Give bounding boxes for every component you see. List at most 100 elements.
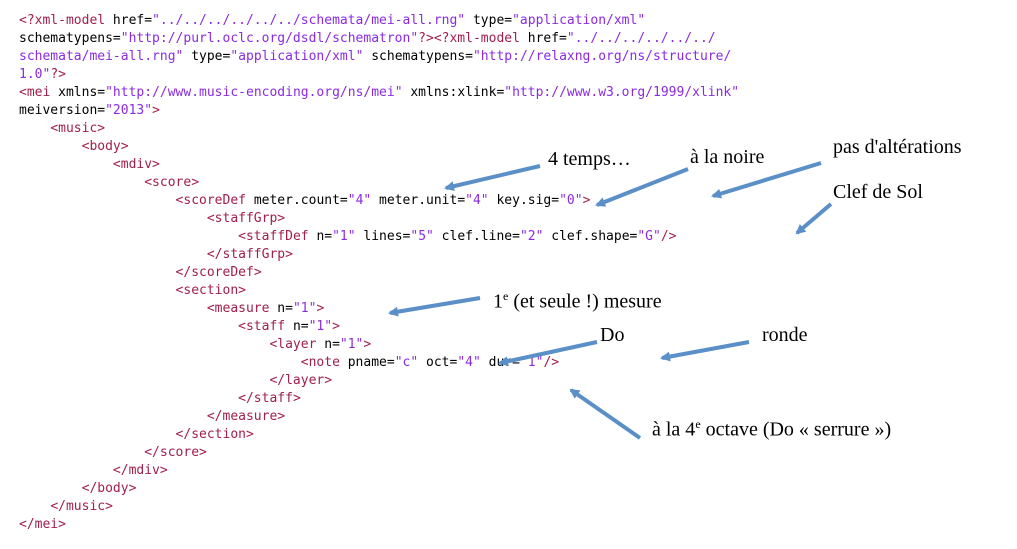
- code-token: <staffGrp>: [206, 211, 286, 226]
- code-token: <layer: [269, 337, 325, 352]
- code-token: >: [332, 319, 340, 334]
- code-token: "application/xml": [230, 49, 364, 64]
- code-token: meter.unit=: [371, 193, 466, 208]
- code-line: <score>: [19, 174, 739, 192]
- code-token: pname=: [347, 355, 395, 370]
- code-token: <staffDef: [238, 229, 317, 244]
- code-token: xmlns:xlink=: [402, 85, 505, 100]
- code-token: "1": [332, 229, 356, 244]
- label-octave: à la 4e octave (Do « serrure »): [652, 417, 891, 442]
- code-token: >: [363, 337, 372, 352]
- code-line: </measure>: [19, 408, 739, 426]
- code-token: </scoreDef>: [175, 265, 262, 280]
- code-token: >: [152, 103, 160, 118]
- code-token: "4": [465, 193, 489, 208]
- code-token: </score>: [144, 445, 207, 460]
- code-line: </staffGrp>: [19, 246, 739, 264]
- code-line: <layer n="1">: [19, 336, 739, 354]
- code-token: lines=: [355, 229, 411, 244]
- code-line: <music>: [19, 120, 739, 138]
- label-treble-clef: Clef de Sol: [833, 181, 923, 203]
- code-token: n=: [292, 319, 309, 334]
- code-token: "G": [637, 229, 661, 244]
- label-no-accidentals: pas d'altérations: [833, 136, 962, 158]
- arrow-quarter-note: [595, 167, 689, 207]
- code-token: />: [660, 229, 677, 244]
- label-quarter-note: à la noire: [690, 146, 765, 168]
- code-line: </mdiv>: [19, 462, 739, 480]
- code-token: href=: [527, 31, 567, 46]
- code-token: "1": [308, 319, 333, 334]
- code-token: "../../../../../../schemata/mei-all.rng": [152, 13, 466, 28]
- arrow-first-measure: [388, 296, 481, 317]
- code-token: "http://www.music-encoding.org/ns/mei": [105, 85, 403, 100]
- label-first-measure-num: 1: [493, 290, 503, 313]
- code-token: </layer>: [269, 373, 333, 388]
- code-token: "http://www.w3.org/1999/xlink": [504, 85, 740, 100]
- code-token: <?xml-model: [19, 13, 113, 28]
- code-token: schemata/mei-all.rng": [19, 49, 184, 64]
- arrow-no-accidentals: [711, 161, 822, 199]
- code-line: <staffGrp>: [19, 210, 739, 228]
- code-token: "c": [394, 355, 419, 370]
- code-line: <section>: [19, 282, 739, 300]
- code-line: <staff n="1">: [19, 318, 739, 336]
- code-line: 1.0"?>: [19, 66, 739, 84]
- code-token: key.sig=: [488, 193, 560, 208]
- code-token: type=: [465, 13, 513, 28]
- code-token: href=: [112, 13, 153, 28]
- code-token: ?><?xml-model: [418, 31, 528, 46]
- code-token: type=: [183, 49, 231, 64]
- arrow-treble-clef: [795, 202, 833, 235]
- code-token: n=: [316, 229, 333, 244]
- code-token: >: [582, 193, 591, 208]
- code-token: </measure>: [206, 409, 286, 424]
- code-line: <scoreDef meter.count="4" meter.unit="4"…: [19, 192, 739, 210]
- code-token: oct=: [418, 355, 458, 370]
- code-token: />: [543, 355, 560, 370]
- code-token: "../../../../../../: [566, 31, 716, 46]
- code-line: </staff>: [19, 390, 739, 408]
- code-token: </music>: [50, 499, 113, 514]
- code-token: n=: [277, 301, 293, 316]
- code-line: </scoreDef>: [19, 264, 739, 282]
- code-token: "application/xml": [512, 13, 646, 28]
- code-line: schematypens="http://purl.oclc.org/dsdl/…: [19, 30, 739, 48]
- code-token: </section>: [175, 427, 254, 442]
- code-token: xmlns=: [58, 85, 106, 100]
- label-octave-post: octave (Do « serrure »): [700, 418, 892, 441]
- xml-code-listing: <?xml-model href="../../../../../../sche…: [19, 12, 739, 534]
- code-line: <staffDef n="1" lines="5" clef.line="2" …: [19, 228, 739, 246]
- code-token: "4": [347, 193, 372, 208]
- code-token: "5": [410, 229, 434, 244]
- label-first-measure: 1e (et seule !) mesure: [493, 289, 662, 314]
- code-token: </staffGrp>: [206, 247, 293, 262]
- code-token: "1": [292, 301, 317, 316]
- code-token: </mei>: [19, 517, 66, 532]
- code-token: clef.shape=: [543, 229, 638, 244]
- code-line: </score>: [19, 444, 739, 462]
- code-token: n=: [324, 337, 340, 352]
- code-token: >: [316, 301, 325, 316]
- code-token: <scoreDef: [175, 193, 254, 208]
- code-token: "http://relaxng.org/ns/structure/: [472, 49, 732, 64]
- label-four-beats: 4 temps…: [548, 148, 631, 170]
- code-token: schematypens=: [363, 49, 473, 64]
- code-line: </body>: [19, 480, 739, 498]
- code-line: <measure n="1">: [19, 300, 739, 318]
- arrow-whole-note: [660, 340, 750, 362]
- code-line: <body>: [19, 138, 739, 156]
- label-first-measure-rest: (et seule !) mesure: [508, 290, 662, 313]
- code-line: </section>: [19, 426, 739, 444]
- code-token: <body>: [81, 139, 129, 154]
- code-token: "0": [559, 193, 583, 208]
- code-token: <staff: [238, 319, 293, 334]
- code-token: meter.count=: [253, 193, 348, 208]
- code-token: </body>: [81, 481, 137, 496]
- code-token: </mdiv>: [112, 463, 168, 478]
- code-line: <?xml-model href="../../../../../../sche…: [19, 12, 739, 30]
- label-do: Do: [600, 324, 625, 346]
- arrow-four-beats: [444, 164, 541, 192]
- code-line: schemata/mei-all.rng" type="application/…: [19, 48, 739, 66]
